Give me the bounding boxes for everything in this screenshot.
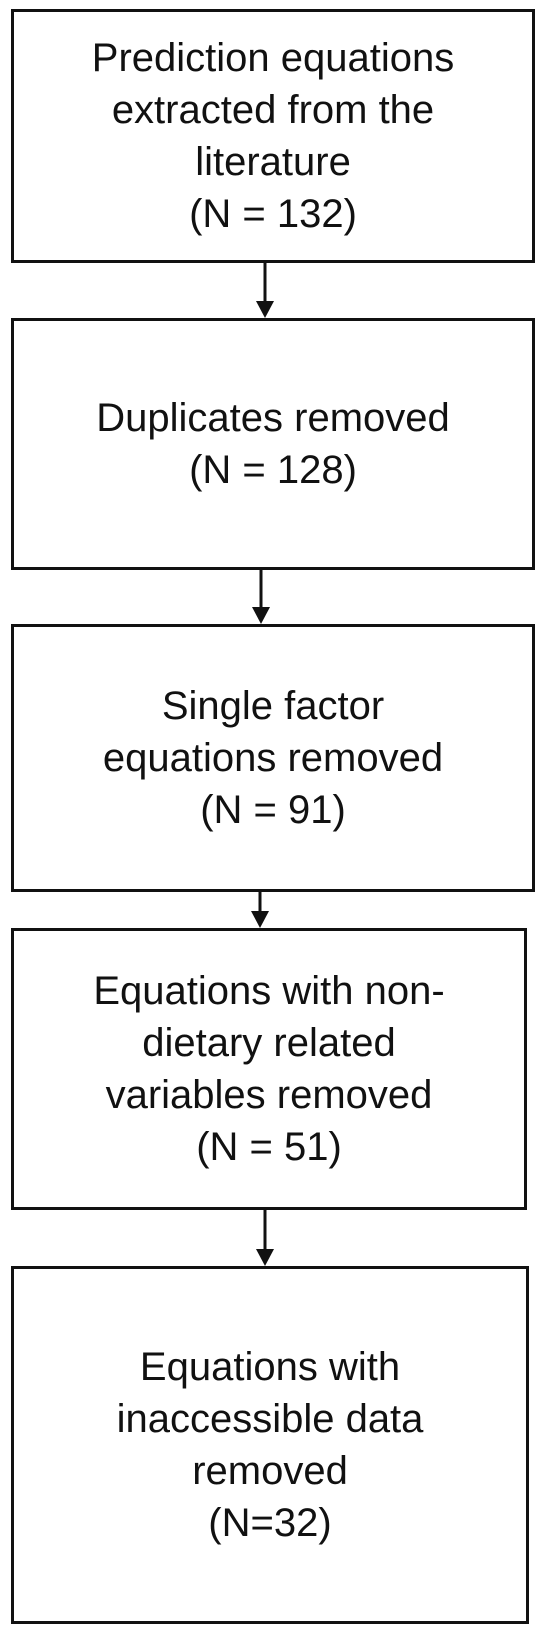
flow-step-2-count: (N = 128) [189, 448, 357, 492]
flow-step-4-count: (N = 51) [196, 1125, 342, 1169]
flow-step-5-line-1: Equations with [139, 1345, 401, 1389]
flow-step-5-line-2: inaccessible data [116, 1397, 424, 1441]
flow-step-1-box: Prediction equations extracted from the … [11, 9, 535, 263]
flow-step-2-box: Duplicates removed (N = 128) [11, 318, 535, 570]
flow-step-3-count: (N = 91) [200, 788, 346, 832]
flow-step-4-line-1: Equations with non- [93, 969, 445, 1013]
flow-arrow-2 [252, 570, 270, 624]
flow-arrow-4 [256, 1210, 274, 1266]
flow-arrow-3 [251, 892, 269, 928]
flow-step-3-line-2: equations removed [102, 736, 444, 780]
flow-step-4-line-2: dietary related [142, 1021, 396, 1065]
flow-arrow-1 [256, 263, 274, 318]
flow-step-3-line-1: Single factor [161, 684, 385, 728]
flow-step-5-count: (N=32) [208, 1501, 332, 1545]
flow-step-3-box: Single factor equations removed (N = 91) [11, 624, 535, 892]
flow-step-4-box: Equations with non- dietary related vari… [11, 928, 527, 1210]
flow-step-1-line-3: literature [195, 140, 351, 184]
flow-step-5-box: Equations with inaccessible data removed… [11, 1266, 529, 1624]
flow-step-1-line-1: Prediction equations [91, 36, 455, 80]
flow-step-4-line-3: variables removed [105, 1073, 433, 1117]
flow-step-1-line-2: extracted from the [111, 88, 435, 132]
flow-step-5-line-3: removed [192, 1449, 348, 1493]
flow-step-2-line-1: Duplicates removed [96, 396, 450, 440]
flow-step-1-count: (N = 132) [189, 192, 357, 236]
